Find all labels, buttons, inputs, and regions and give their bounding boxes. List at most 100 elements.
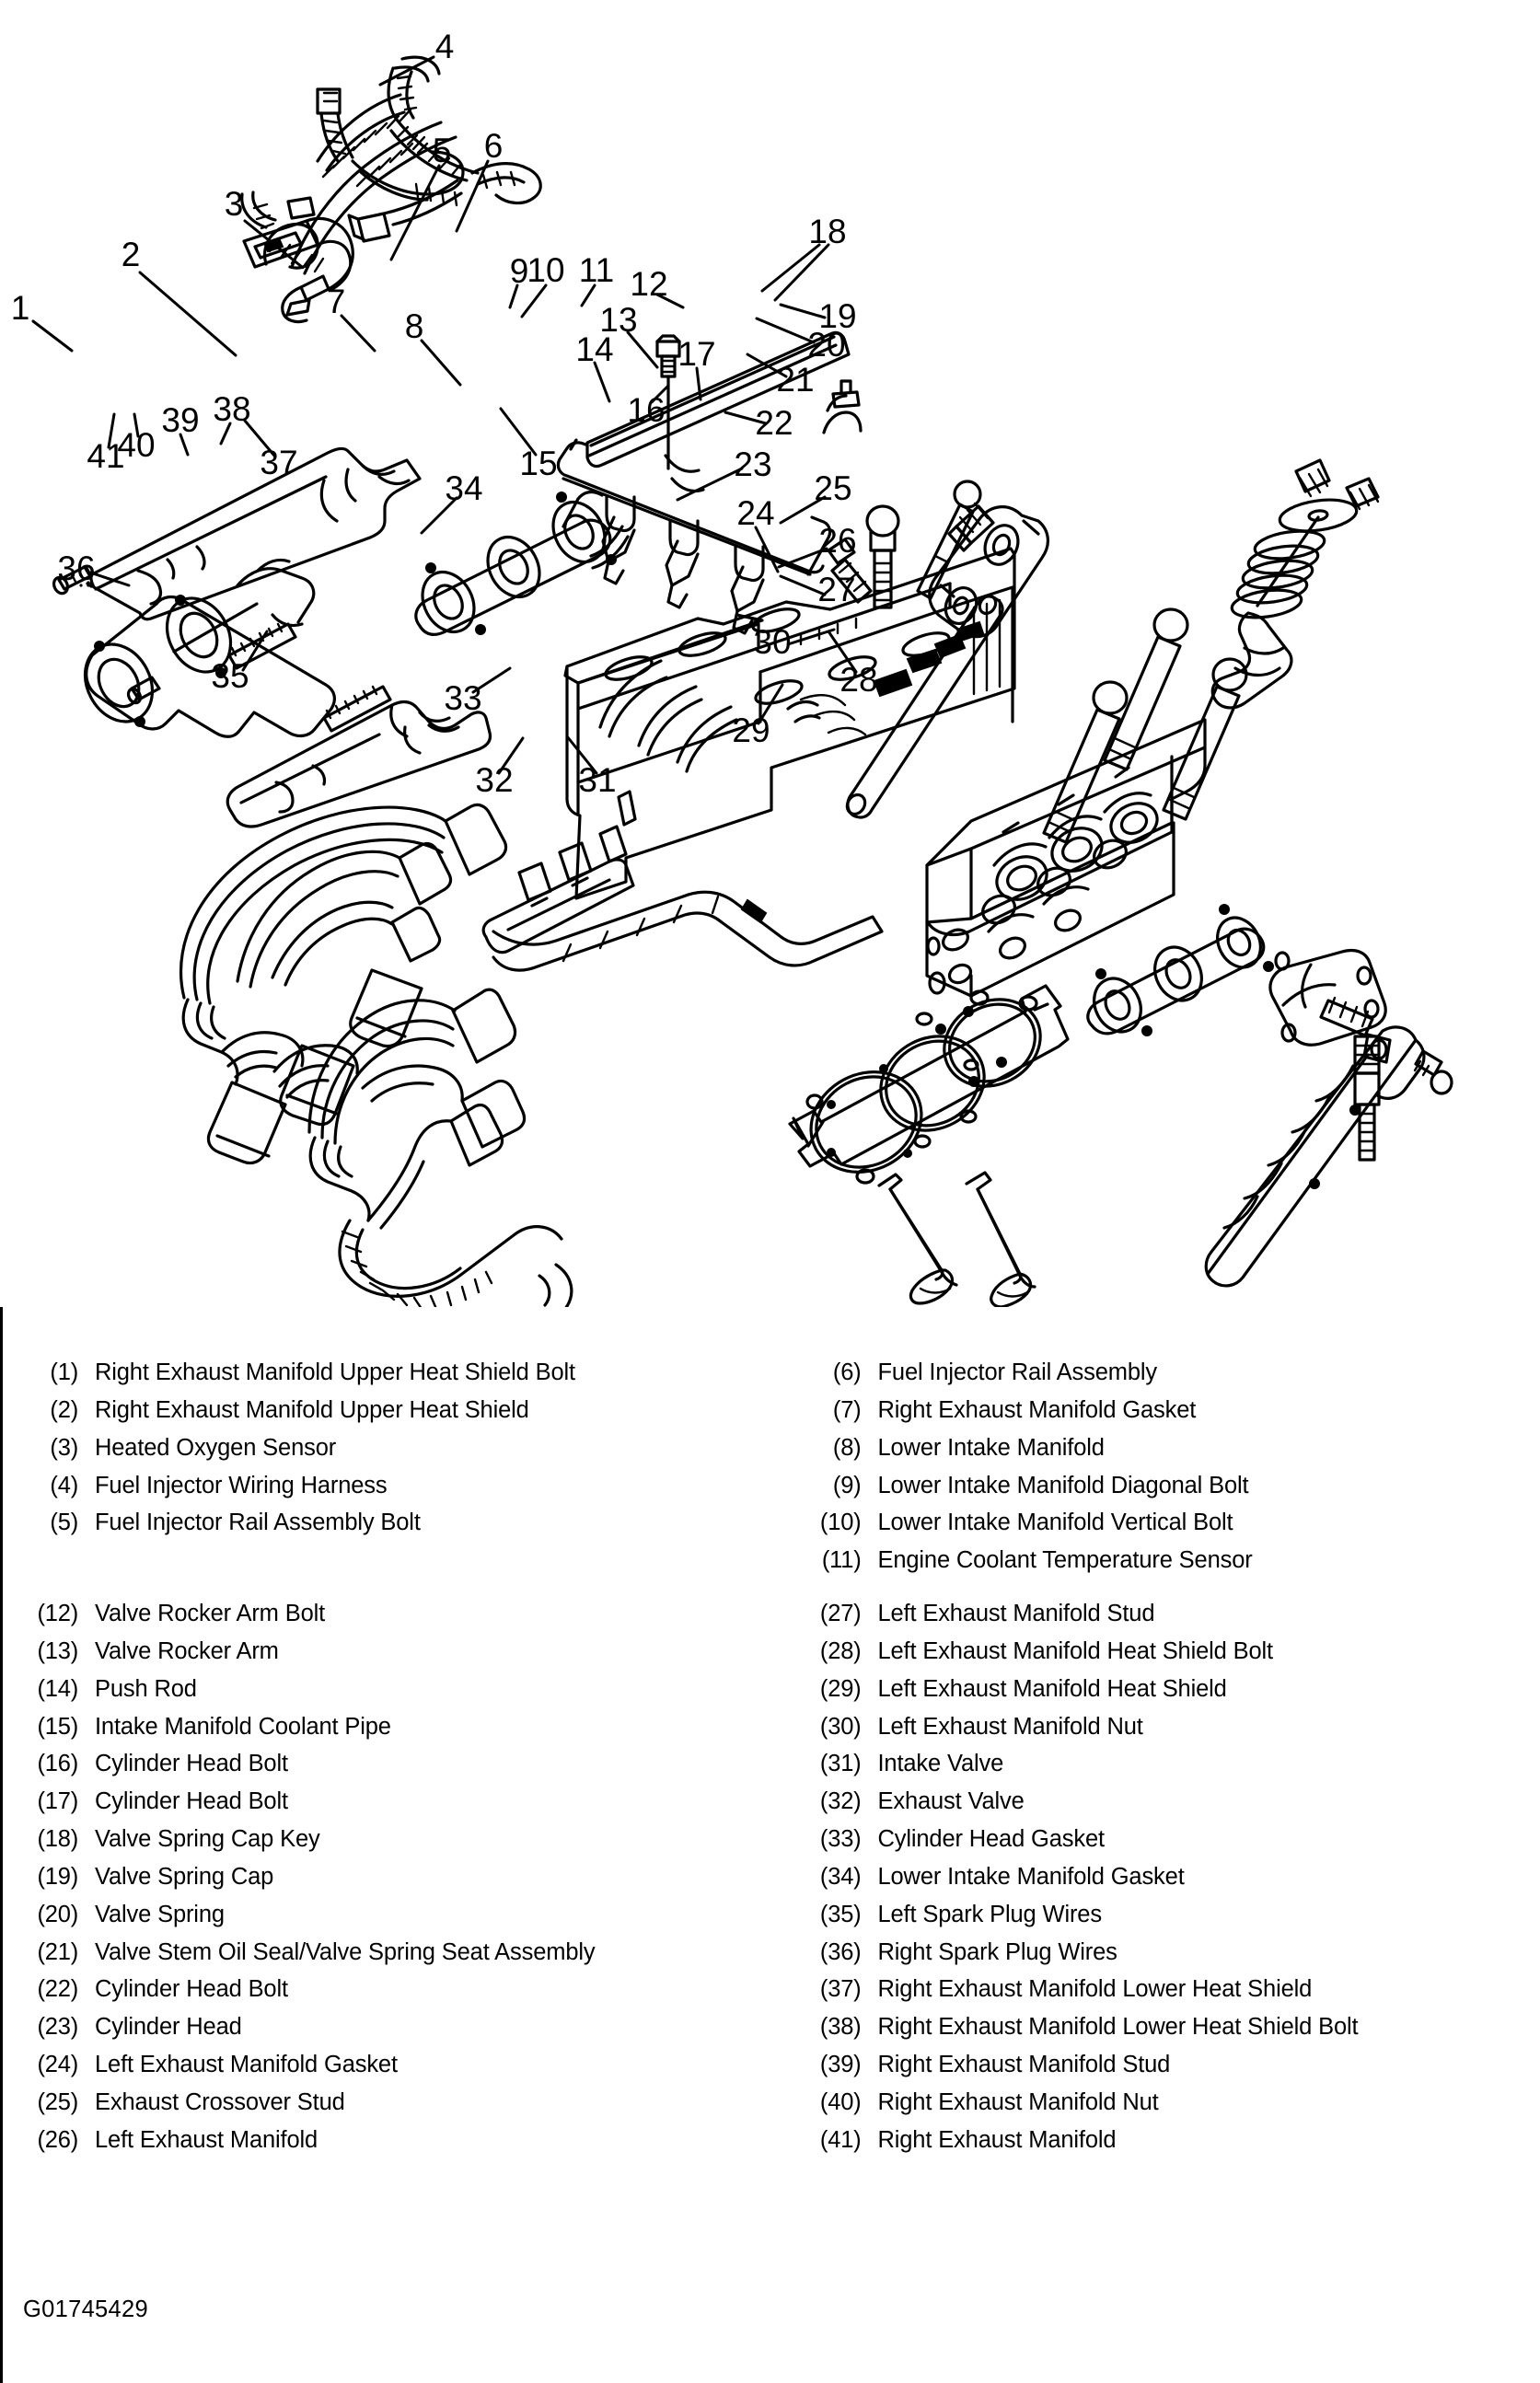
legend-item-number: (20)	[37, 1901, 78, 1927]
legend-item-number: (24)	[37, 2052, 78, 2078]
legend-item: (21)Valve Stem Oil Seal/Valve Spring Sea…	[23, 1938, 793, 1967]
legend-item-label: Heated Oxygen Sensor	[95, 1434, 337, 1461]
legend-item-label: Valve Spring Cap	[95, 1863, 274, 1890]
legend-item-label: Right Exhaust Manifold Nut	[877, 2088, 1159, 2115]
legend-item-number: (38)	[819, 2014, 862, 2041]
legend-item-label: Valve Rocker Arm Bolt	[95, 1601, 326, 1626]
legend-item-label: Right Spark Plug Wires	[877, 1938, 1117, 1965]
legend-item: (38)Right Exhaust Manifold Lower Heat Sh…	[793, 2013, 1540, 2042]
legend-item-number: (6)	[832, 1359, 862, 1385]
legend-item-number: (12)	[37, 1601, 78, 1626]
legend-item: (34)Lower Intake Manifold Gasket	[793, 1863, 1540, 1891]
legend-item-label: Lower Intake Manifold Vertical Bolt	[877, 1510, 1233, 1536]
legend-item-label: Cylinder Head Bolt	[95, 1751, 288, 1777]
part-heated-oxygen-sensor	[242, 216, 354, 324]
legend-item-number: (31)	[819, 1751, 862, 1777]
part-right-exhaust-manifold	[83, 558, 336, 738]
part-intake-valve	[965, 1171, 1036, 1307]
legend-item: (22) Cylinder Head Bolt	[23, 1975, 793, 2004]
legend-item-label: Fuel Injector Rail Assembly	[877, 1359, 1157, 1385]
part-left-exhaust-manifold	[1268, 948, 1387, 1047]
legend-item-number: (37)	[819, 1976, 862, 2003]
legend-item: (20)Valve Spring	[23, 1901, 793, 1929]
legend-item-number: (22)	[37, 1976, 78, 2003]
callout-number-23: 23	[734, 445, 771, 483]
legend-item: (39) Right Exhaust Manifold Stud	[793, 2051, 1540, 2079]
legend-item-label: Intake Valve	[877, 1751, 1004, 1777]
callout-number-14: 14	[575, 330, 613, 368]
callout-number-15: 15	[519, 445, 557, 482]
legend-item-number: (18)	[37, 1826, 78, 1853]
legend-item: (26)Left Exhaust Manifold	[23, 2126, 793, 2155]
legend-item: (13)Valve Rocker Arm	[23, 1637, 793, 1666]
part-left-exhaust-manifold-stud	[1319, 996, 1374, 1037]
legend-item-number: (5)	[50, 1510, 78, 1536]
legend-item-label: Engine Coolant Temperature Sensor	[877, 1547, 1253, 1574]
part-valve-spring	[1230, 515, 1326, 619]
part-valve-stem-oil-seal	[1210, 611, 1293, 710]
legend-item-number: (35)	[819, 1901, 862, 1927]
legend-item-label: Right Exhaust Manifold	[877, 2126, 1117, 2153]
part-valve-spring-cap-key	[1294, 458, 1380, 511]
legend-item-label: Fuel Injector Wiring Harness	[95, 1472, 388, 1498]
legend-item-label: Left Exhaust Manifold Heat Shield Bolt	[877, 1637, 1273, 1664]
legend-item: (25)Exhaust Crossover Stud	[23, 2088, 793, 2117]
legend-item-number: (39)	[819, 2052, 862, 2078]
callout-number-9: 9	[510, 252, 529, 290]
legend-item: (41)Right Exhaust Manifold	[793, 2126, 1540, 2155]
legend-item-label: Right Exhaust Manifold Upper Heat Shield	[95, 1396, 529, 1423]
legend-item-label: Exhaust Crossover Stud	[95, 2088, 345, 2115]
legend-item-label: Fuel Injector Rail Assembly Bolt	[95, 1510, 421, 1536]
legend-item-label: Left Spark Plug Wires	[877, 1901, 1102, 1927]
legend-item-number: (13)	[37, 1637, 78, 1664]
callout-number-32: 32	[475, 761, 513, 799]
legend-item: (10)Lower Intake Manifold Vertical Bolt	[793, 1509, 1540, 1537]
callout-number-38: 38	[213, 390, 250, 428]
legend-item: (17)Cylinder Head Bolt	[23, 1787, 793, 1816]
part-left-exhaust-manifold-heat-shield-bolt	[1413, 1049, 1453, 1095]
legend-item-number: (28)	[819, 1637, 862, 1664]
legend-item: (7)Right Exhaust Manifold Gasket	[793, 1396, 1540, 1425]
legend-item-number: (11)	[821, 1547, 862, 1574]
callout-number-30: 30	[753, 623, 791, 661]
legend-item-number: (30)	[819, 1713, 862, 1740]
callout-number-22: 22	[755, 404, 793, 442]
legend-item: (8)Lower Intake Manifold	[793, 1434, 1540, 1463]
legend-item: (37)Right Exhaust Manifold Lower Heat Sh…	[793, 1975, 1540, 2004]
legend-item-label: Cylinder Head Bolt	[95, 1976, 288, 2003]
callout-number-1: 1	[11, 289, 30, 327]
callout-number-31: 31	[578, 761, 616, 799]
legend-item-number: (29)	[819, 1675, 862, 1702]
part-left-spark-plug-wires	[307, 988, 573, 1307]
callout-number-16: 16	[627, 391, 665, 429]
legend-item-number: (9)	[832, 1472, 862, 1498]
part-right-exhaust-manifold-nut	[126, 676, 161, 705]
legend-item-number: (23)	[37, 2014, 78, 2041]
legend-item-label: Cylinder Head Gasket	[877, 1826, 1105, 1853]
part-right-spark-plug-wires	[179, 803, 508, 1165]
part-left-exhaust-manifold-gasket	[1086, 904, 1274, 1036]
legend-item-number: (3)	[50, 1434, 78, 1461]
part-right-exhaust-lower-heat-shield-bolt	[322, 685, 392, 733]
legend-item: (28) Left Exhaust Manifold Heat Shield Bo…	[793, 1637, 1540, 1666]
legend-item-label: Right Exhaust Manifold Stud	[877, 2052, 1171, 2078]
legend-item: (5) Fuel Injector Rail Assembly Bolt	[23, 1509, 793, 1537]
legend-item-number: (17)	[37, 1788, 78, 1815]
legend-item-number: (40)	[819, 2088, 862, 2115]
callout-number-7: 7	[327, 283, 346, 320]
part-left-exhaust-manifold-heat-shield	[1204, 1025, 1426, 1288]
legend-item: (2)Right Exhaust Manifold Upper Heat Shi…	[23, 1396, 793, 1425]
legend-item-label: Left Exhaust Manifold Gasket	[95, 2052, 398, 2078]
legend-item-label: Left Exhaust Manifold Nut	[877, 1713, 1143, 1740]
legend-item-label: Right Exhaust Manifold Upper Heat Shield…	[95, 1359, 575, 1385]
callout-number-40: 40	[117, 426, 155, 464]
part-exhaust-valve	[877, 1173, 958, 1305]
legend-item-label: Lower Intake Manifold	[877, 1434, 1105, 1461]
legend-column-4: (27)Left Exhaust Manifold Stud(28)Left E…	[793, 1600, 1540, 2164]
callout-number-26: 26	[818, 522, 856, 560]
callout-number-37: 37	[260, 444, 297, 481]
callout-number-6: 6	[484, 127, 504, 165]
legend-item-number: (19)	[37, 1863, 78, 1890]
